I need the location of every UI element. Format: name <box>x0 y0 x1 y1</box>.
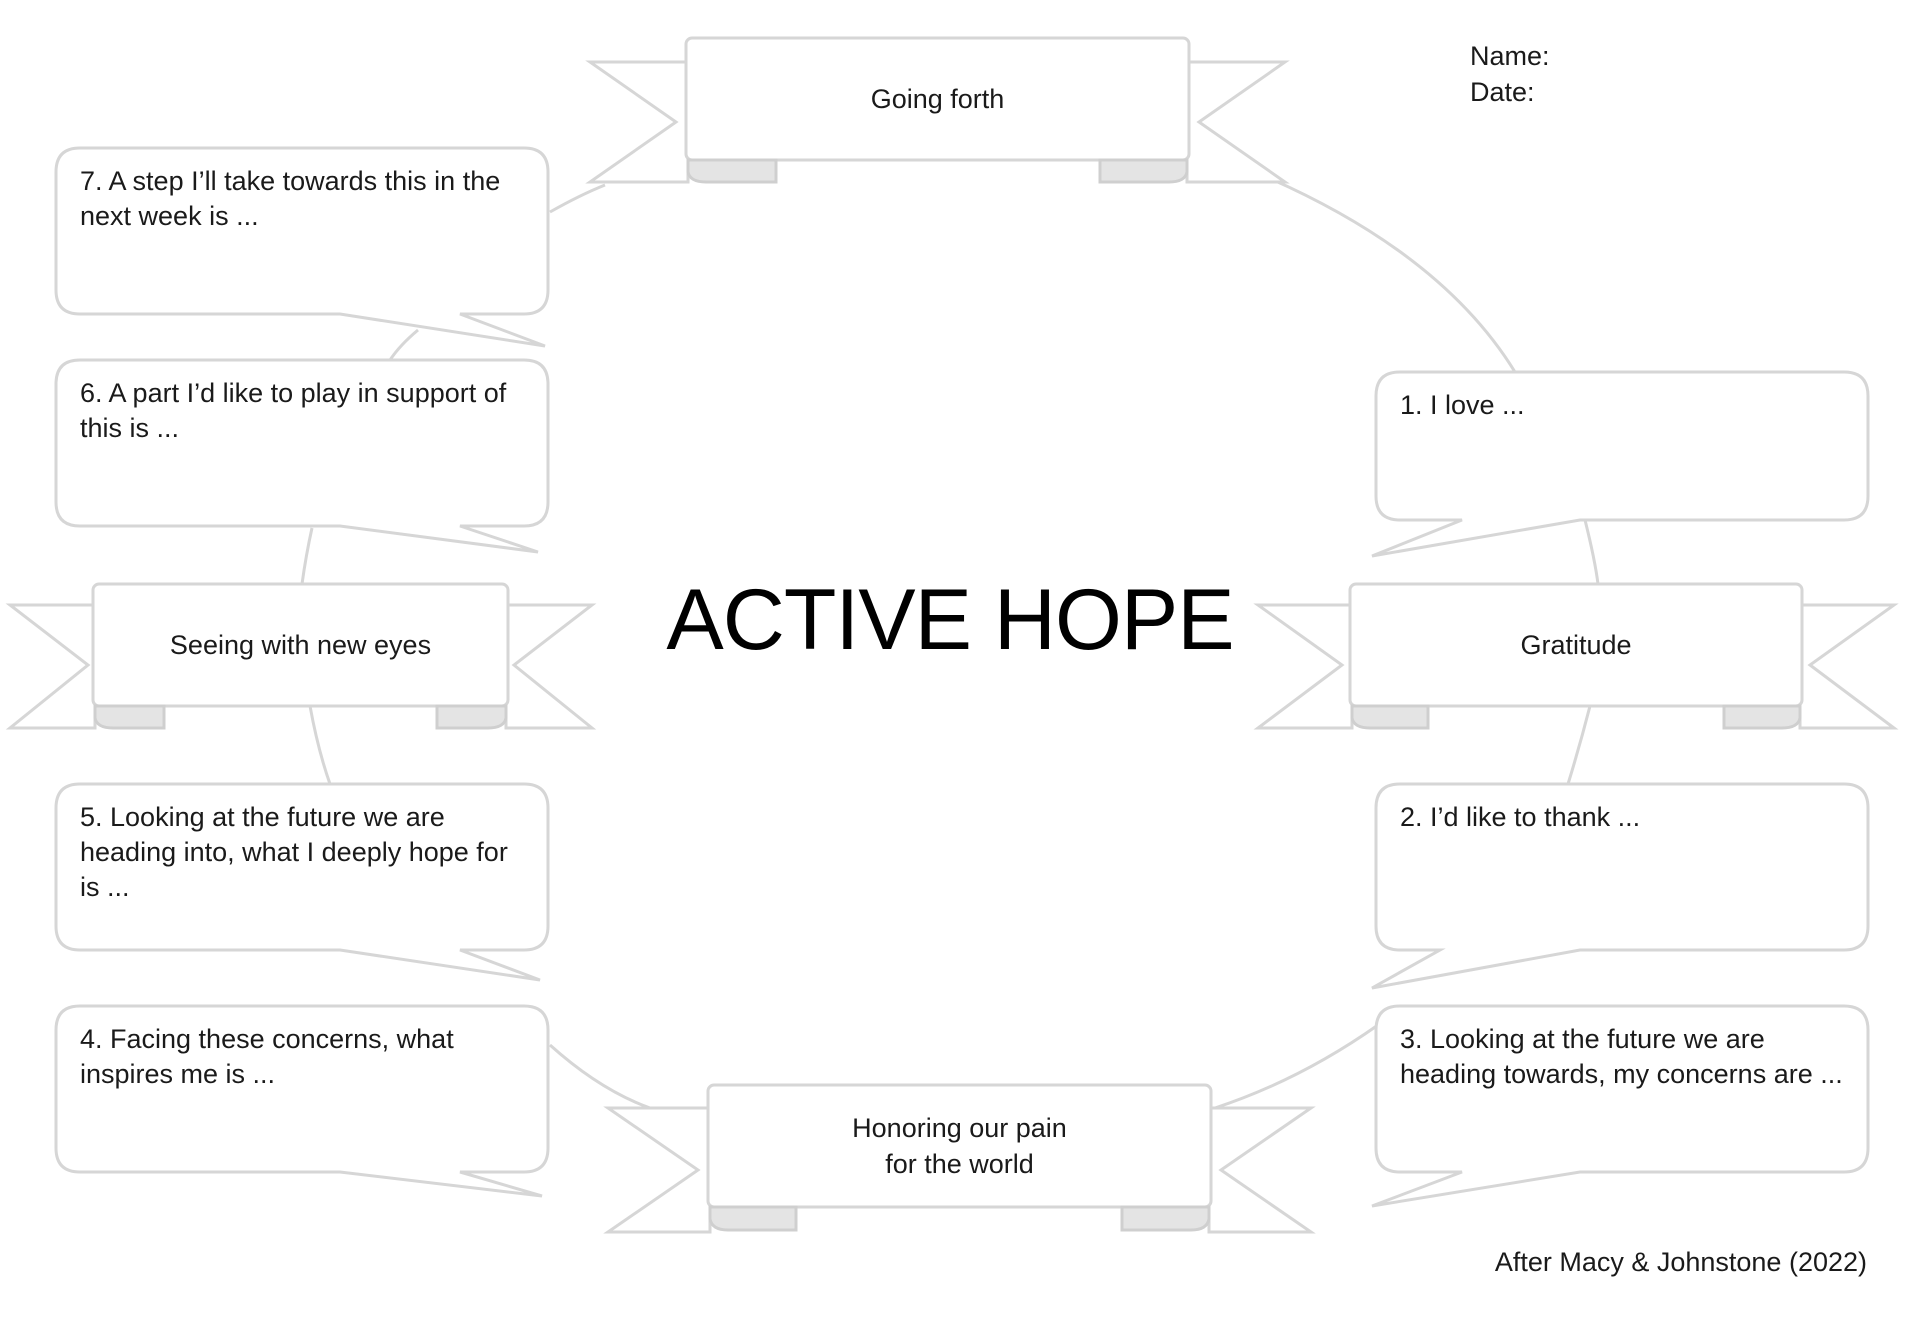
connector-arc <box>549 183 606 214</box>
bubble-shape-6 <box>54 358 550 554</box>
date-label: Date: <box>1470 77 1535 107</box>
connector-arc <box>1583 519 1600 585</box>
banner-going-forth <box>585 36 1290 184</box>
connector-arc <box>308 705 332 785</box>
bubble-shape-1 <box>1371 370 1870 558</box>
connector-arc <box>548 1043 651 1110</box>
connector-arc <box>1566 705 1592 785</box>
prompt-4: 4. Facing these concerns, what inspires … <box>80 1024 454 1089</box>
name-label: Name: <box>1470 41 1550 71</box>
stage-seeing-with-new-eyes: Seeing with new eyes <box>169 630 432 660</box>
prompt-5: 5. Looking at the future we are heading … <box>80 802 508 902</box>
bubble-shape-4 <box>54 1004 550 1198</box>
prompt-3: 3. Looking at the future we are heading … <box>1400 1024 1843 1089</box>
prompt-7: 7. A step I’ll take towards this in the … <box>80 166 501 231</box>
bubble-shape-3 <box>1371 1004 1870 1208</box>
connector-arc <box>1254 170 1517 373</box>
name-date-block: Name: Date: <box>1470 38 1550 110</box>
stage-gratitude: Gratitude <box>1520 630 1632 660</box>
banner-honoring <box>603 1083 1316 1234</box>
stage-honoring-our-pain: Honoring our pain for the world <box>852 1113 1067 1179</box>
banner-seeing <box>5 582 597 730</box>
credit-line: After Macy & Johnstone (2022) <box>1494 1247 1867 1277</box>
page-title: ACTIVE HOPE <box>666 572 1234 668</box>
banner-gratitude <box>1253 582 1899 730</box>
bubble-shape-2 <box>1371 782 1870 990</box>
prompt-2: 2. I’d like to thank ... <box>1400 802 1641 832</box>
connector-arc <box>300 527 314 585</box>
connector-arc <box>1214 1023 1379 1110</box>
bubble-shape-5 <box>54 782 550 982</box>
bubble-shape-7 <box>54 146 550 348</box>
stage-going-forth: Going forth <box>870 84 1005 114</box>
connector-arc <box>388 328 419 361</box>
prompt-6: 6. A part I’d like to play in support of… <box>80 378 507 443</box>
prompt-1: 1. I love ... <box>1400 390 1525 420</box>
